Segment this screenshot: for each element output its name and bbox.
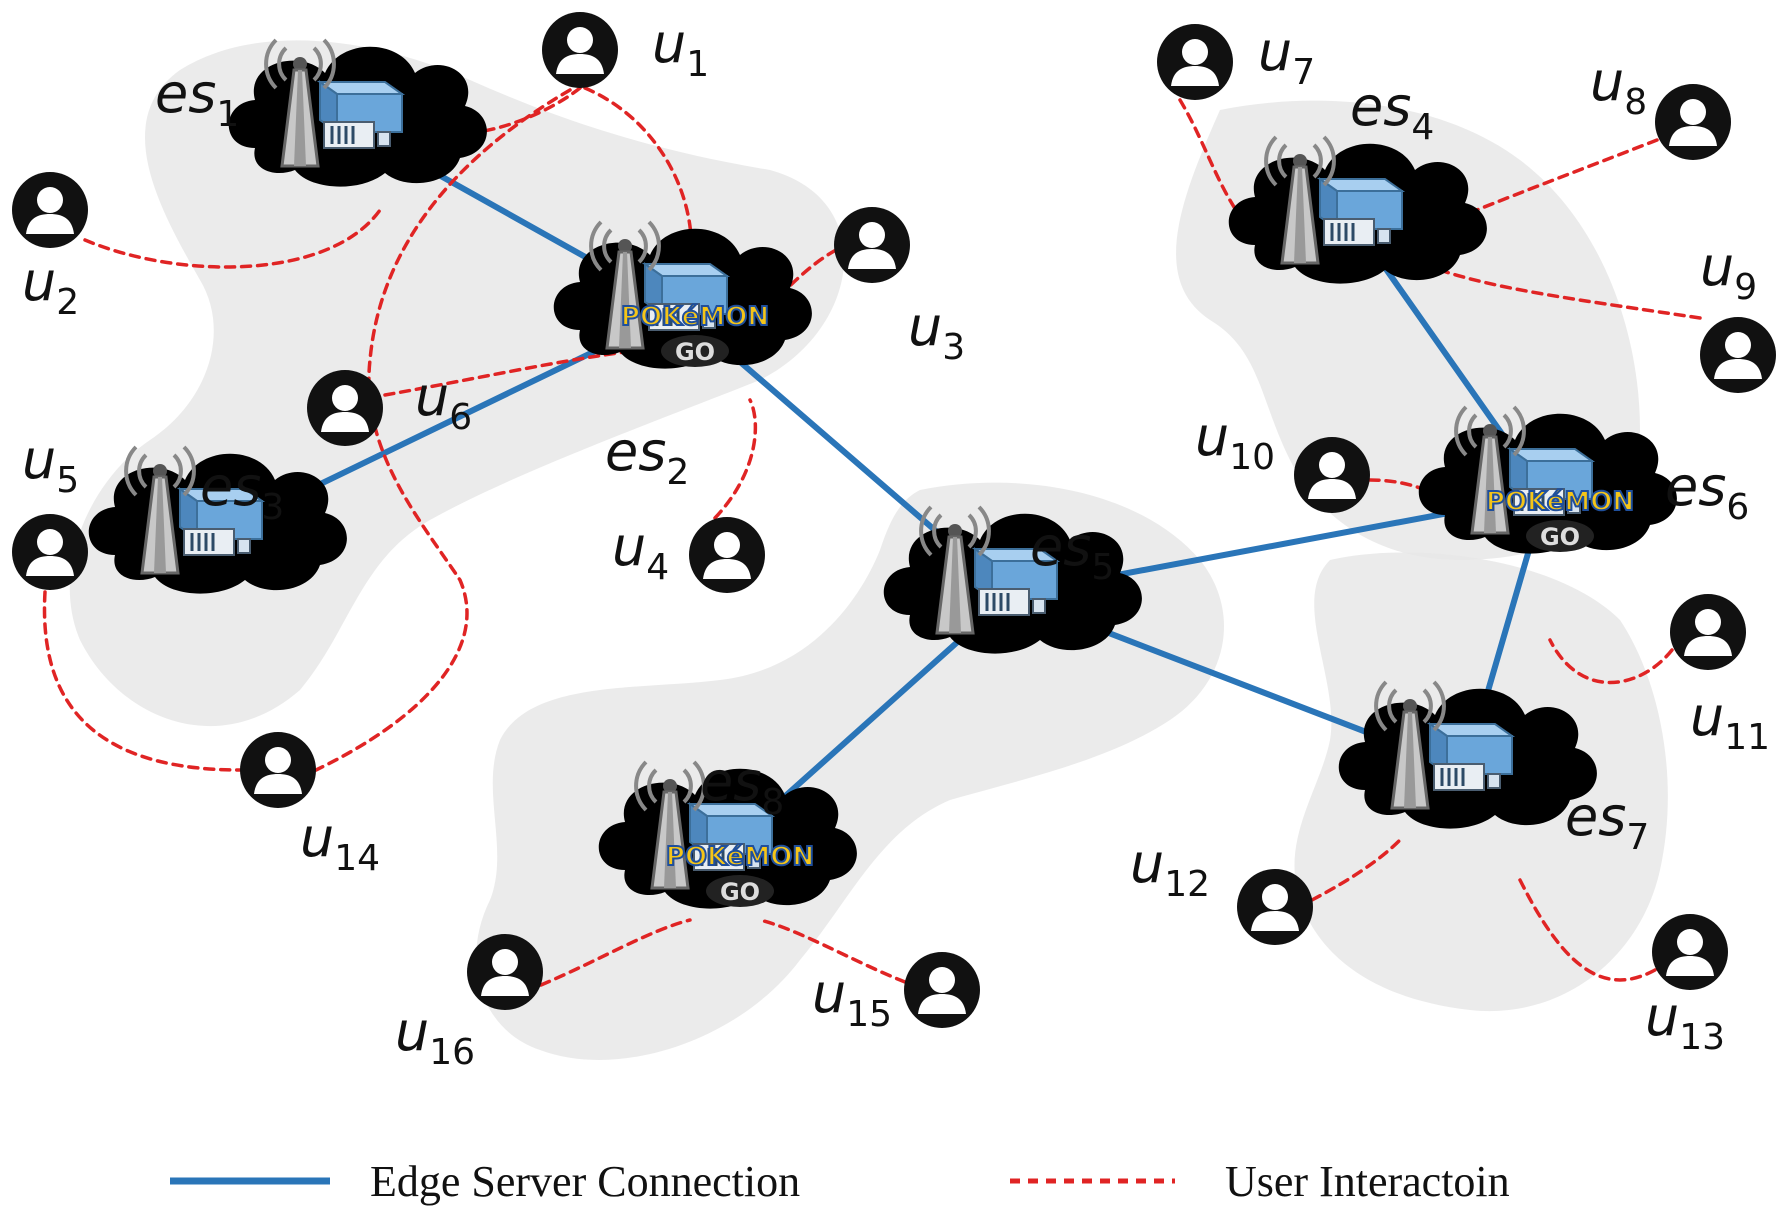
user-u4: u4 (612, 515, 765, 593)
server-label-es6: es6 (1665, 455, 1749, 528)
user-label-u10: u10 (1195, 405, 1275, 478)
user-label-u2: u2 (22, 250, 79, 323)
user-label-u11: u11 (1690, 685, 1770, 758)
user-interaction-u1-u14 (314, 88, 572, 772)
user-avatar-icon (467, 934, 543, 1010)
user-interaction-u12-es7 (1310, 838, 1402, 902)
user-label-u1: u1 (652, 12, 709, 85)
server-label-es5: es5 (1030, 515, 1114, 588)
pokemon-badge-go: GO (1540, 523, 1580, 551)
user-interaction-u11-es6 (1548, 638, 1674, 685)
user-u14: u14 (240, 732, 380, 879)
pokemon-badge-go: GO (720, 878, 760, 906)
user-label-u3: u3 (908, 295, 965, 368)
user-u10: u10 (1195, 405, 1370, 513)
pokemon-go-logo-icon: POKéMON GO (665, 841, 815, 907)
user-label-u9: u9 (1700, 235, 1757, 308)
user-avatar-icon (904, 952, 980, 1028)
pokemon-badge-go: GO (675, 338, 715, 366)
user-label-u7: u7 (1258, 20, 1315, 93)
users: u1 u2 u3 u4 u5 u6 u7 u8 u9 u10 u11 u12 u13 u14 u15 u16 (12, 12, 1776, 1073)
user-avatar-icon (1652, 914, 1728, 990)
edge-server-es3: es3 (88, 445, 347, 594)
user-avatar-icon (1655, 84, 1731, 160)
user-interaction-u15-es8 (758, 918, 907, 984)
user-u16: u16 (395, 934, 543, 1073)
user-avatar-icon (307, 370, 383, 446)
server-label-es8: es8 (700, 750, 784, 823)
user-avatar-icon (1670, 594, 1746, 670)
user-u11: u11 (1670, 594, 1770, 758)
user-label-u6: u6 (415, 365, 472, 438)
server-rack-icon (1428, 722, 1514, 792)
user-interaction-u13-es7 (1518, 878, 1657, 982)
edge-servers: es1POKéMONGOes2es3es4es5POKéMONGOes6es7P… (88, 38, 1749, 909)
user-label-u15: u15 (812, 962, 892, 1035)
user-avatar-icon (12, 514, 88, 590)
user-u1: u1 (542, 12, 709, 88)
user-u7: u7 (1157, 20, 1315, 100)
legend-user-label: User Interactoin (1225, 1157, 1510, 1206)
server-rack-icon (1318, 177, 1404, 247)
edge-server-es2: POKéMON GO es2 (553, 220, 812, 493)
user-avatar-icon (1700, 317, 1776, 393)
server-label-es2: es2 (605, 420, 689, 493)
user-u8: u8 (1590, 50, 1731, 160)
server-label-es1: es1 (155, 62, 239, 135)
user-label-u4: u4 (612, 515, 669, 588)
user-u9: u9 (1700, 235, 1776, 393)
user-label-u14: u14 (300, 806, 380, 879)
user-u3: u3 (834, 207, 965, 368)
user-u15: u15 (812, 952, 980, 1035)
server-label-es3: es3 (200, 455, 284, 528)
user-avatar-icon (542, 12, 618, 88)
user-interaction-u9-es4 (1438, 268, 1702, 320)
user-avatar-icon (1294, 437, 1370, 513)
edge-server-es4: es4 (1228, 75, 1487, 284)
pokemon-badge-title: POKéMON (666, 842, 814, 872)
user-label-u12: u12 (1130, 832, 1210, 905)
user-label-u8: u8 (1590, 50, 1647, 123)
user-avatar-icon (240, 732, 316, 808)
user-interaction-u5-u14 (42, 590, 242, 772)
user-avatar-icon (834, 207, 910, 283)
user-interaction-u4-es2 (713, 398, 758, 520)
pokemon-go-logo-icon: POKéMON GO (1485, 486, 1635, 552)
user-u12: u12 (1130, 832, 1313, 945)
user-u13: u13 (1645, 914, 1728, 1058)
user-interaction-u16-es8 (539, 918, 692, 987)
pokemon-badge-title: POKéMON (621, 302, 769, 332)
server-label-es7: es7 (1565, 785, 1649, 858)
legend: Edge Server Connection User Interactoin (170, 1157, 1510, 1206)
edge-server-es6: POKéMON GO es6 (1418, 405, 1749, 554)
user-interaction-u2-es1 (83, 208, 382, 269)
user-avatar-icon (12, 172, 88, 248)
user-u6: u6 (307, 365, 472, 446)
edge-server-es1: es1 (155, 38, 487, 187)
edge-server-es8: POKéMON GO es8 (598, 750, 857, 909)
user-label-u13: u13 (1645, 985, 1725, 1058)
server-label-es4: es4 (1350, 75, 1434, 148)
pokemon-badge-title: POKéMON (1486, 487, 1634, 517)
legend-edge-label: Edge Server Connection (370, 1157, 800, 1206)
user-u2: u2 (12, 172, 88, 323)
edge-server-es7: es7 (1338, 680, 1649, 858)
edge-server-es5: es5 (883, 505, 1142, 654)
server-rack-icon (318, 80, 404, 150)
pokemon-go-logo-icon: POKéMON GO (620, 301, 770, 367)
user-avatar-icon (1157, 24, 1233, 100)
user-label-u5: u5 (22, 428, 79, 501)
user-u5: u5 (12, 428, 88, 590)
user-avatar-icon (689, 517, 765, 593)
user-avatar-icon (1237, 869, 1313, 945)
user-label-u16: u16 (395, 1000, 475, 1073)
